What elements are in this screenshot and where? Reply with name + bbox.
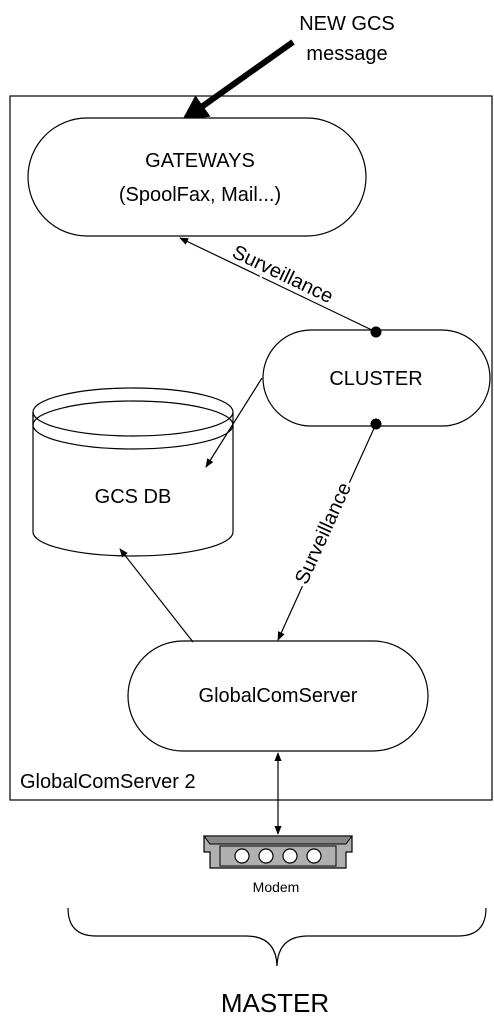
surveillance-link-server [277, 418, 382, 641]
globalcomserver-node [127, 640, 429, 752]
gcs-db-node [32, 387, 234, 557]
server-to-db-arrow [119, 548, 194, 643]
gateways-subtitle: (SpoolFax, Mail...) [119, 184, 281, 206]
surveillance-link-gateways [179, 237, 382, 338]
modem-icon [203, 835, 353, 869]
surveillance-label-upper: Surveillance [229, 241, 337, 308]
globalcomserver-label: GlobalComServer [199, 685, 358, 707]
gateways-node [27, 117, 367, 237]
cluster-label: CLUSTER [329, 368, 422, 390]
gcs-db-label: GCS DB [95, 486, 172, 508]
gateways-title: GATEWAYS [145, 150, 255, 172]
incoming-message-line1: NEW GCS [299, 13, 395, 35]
surveillance-label-lower: Surveillance [291, 479, 356, 587]
incoming-message-arrow [181, 39, 295, 122]
master-group-brace [67, 907, 487, 967]
modem-label: Modem [253, 879, 300, 895]
container-label: GlobalComServer 2 [20, 771, 196, 793]
server-container-box [9, 95, 493, 801]
cluster-to-db-arrow [205, 377, 263, 468]
incoming-message-line2: message [306, 43, 387, 65]
master-label: MASTER [221, 988, 329, 1018]
